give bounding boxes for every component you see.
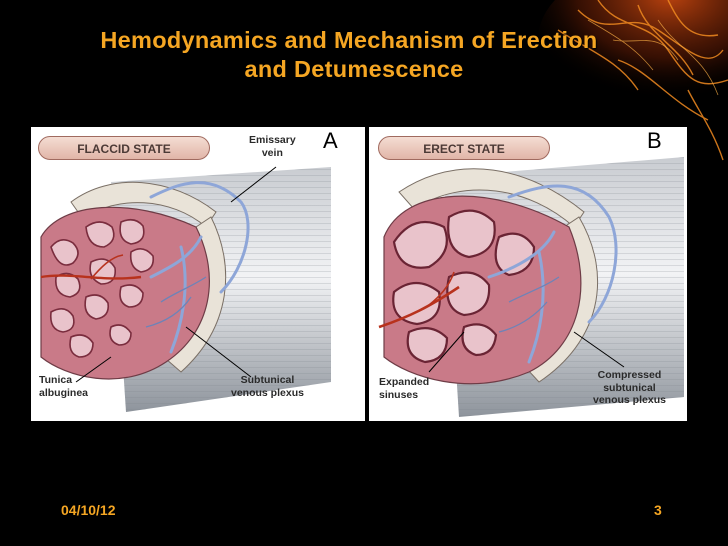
slide-title-line2: and Detumescence bbox=[244, 56, 464, 82]
panel-letter-a: A bbox=[323, 128, 338, 153]
tunica-albuginea-label: Tunica albuginea bbox=[39, 374, 89, 399]
slide-title-line1: Hemodynamics and Mechanism of Erection bbox=[100, 27, 598, 53]
slide-date: 04/10/12 bbox=[61, 502, 116, 518]
compressed-plexus-label: Compressed subtunical venous plexus bbox=[593, 369, 666, 406]
slide-title: Hemodynamics and Mechanism of Erection a… bbox=[0, 26, 728, 84]
flaccid-illustration bbox=[40, 166, 331, 412]
erect-state-label: ERECT STATE bbox=[378, 136, 550, 160]
flaccid-state-label: FLACCID STATE bbox=[38, 136, 210, 160]
slide-page-number: 3 bbox=[654, 502, 662, 518]
emissary-vein-label: Emissary vein bbox=[249, 134, 296, 159]
erect-illustration bbox=[378, 157, 684, 417]
panel-letter-b: B bbox=[647, 128, 662, 153]
erect-state-diagram: ERECT STATE B Expanded sinuses Compresse… bbox=[369, 127, 687, 421]
flaccid-state-diagram: FLACCID STATE A Emissary vein Tunica alb… bbox=[31, 127, 365, 421]
subtunical-plexus-label: Subtunical venous plexus bbox=[231, 374, 304, 399]
expanded-sinuses-label: Expanded sinuses bbox=[379, 376, 430, 401]
